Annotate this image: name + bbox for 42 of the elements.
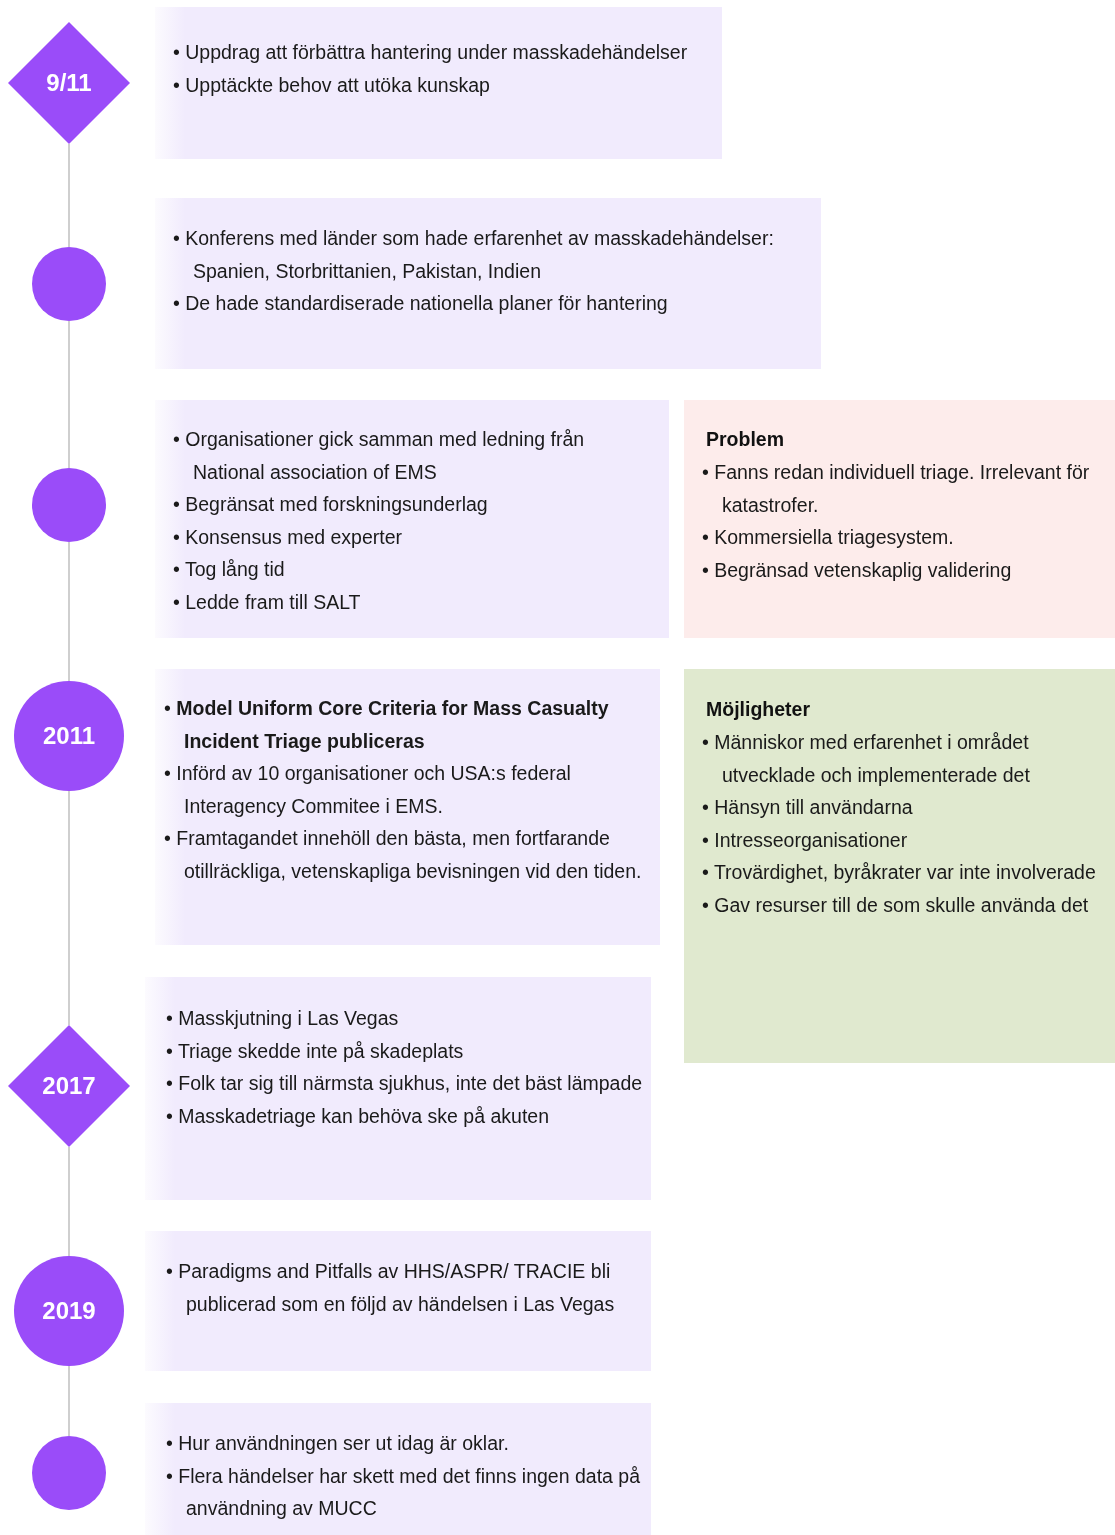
bullet-item: • Kommersiella triagesystem. bbox=[702, 525, 955, 550]
bullet-item: • Uppdrag att förbättra hantering under masskadehändelser bbox=[173, 40, 689, 65]
bullet-item: • Gav resurser till de som skulle använda det bbox=[702, 892, 1090, 918]
bullet-item: • Masskadetriage kan behöva ske på akuten bbox=[166, 1103, 550, 1129]
bullet-item: • Organisationer gick samman med ledning från National association of EMS bbox=[173, 427, 586, 485]
timeline-line bbox=[68, 1146, 70, 1257]
bullet-item: • Masskjutning i Las Vegas bbox=[166, 1006, 400, 1031]
date-label: 2017 bbox=[42, 1072, 96, 1100]
timeline-line bbox=[68, 541, 70, 682]
bullet-item: • Intresseorganisationer bbox=[702, 827, 909, 853]
timeline-line bbox=[68, 320, 70, 469]
bullet-item: • Tog lång tid bbox=[173, 557, 286, 582]
bullet-item: • Fanns redan individuell triage. Irrelevant för katastrofer. bbox=[702, 460, 1091, 518]
bullet-item: • Konsensus med experter bbox=[173, 524, 404, 550]
bullet-item: • Införd av 10 organisationer och USA:s federal Interagency Commitee i EMS. bbox=[164, 761, 572, 819]
bullet-item: • Hur användningen ser ut idag är oklar. bbox=[166, 1431, 510, 1456]
bullet-item: • Människor med erfarenhet i området utvecklade och implementerade det bbox=[702, 730, 1031, 788]
date-label: 2011 bbox=[42, 722, 96, 750]
bullet-item: • Triage skedde inte på skadeplats bbox=[166, 1038, 465, 1064]
bullet-item: • Begränsad vetenskaplig validering bbox=[702, 557, 1013, 583]
bullet-item: • Trovärdighet, byråkrater var inte involverade bbox=[702, 860, 1097, 885]
bullet-item: • Begränsat med forskningsunderlag bbox=[173, 492, 489, 517]
bullet-item: • Framtagandet innehöll den bästa, men fortfarande otillräckliga, vetenskapliga bevisningen vid den tiden. bbox=[164, 826, 643, 884]
timeline-diamond bbox=[8, 1025, 130, 1147]
bullet-item: • De hade standardiserade nationella planer för hantering bbox=[173, 291, 669, 316]
note-card bbox=[684, 669, 1115, 1063]
date-label: 9/11 bbox=[46, 69, 92, 97]
card-heading: Möjligheter bbox=[706, 697, 811, 722]
bullet-item: • Folk tar sig till närmsta sjukhus, inte det bäst lämpade bbox=[166, 1071, 644, 1096]
card-heading: Problem bbox=[706, 427, 786, 452]
timeline-diamond bbox=[8, 22, 130, 144]
date-label: 2019 bbox=[42, 1297, 96, 1325]
bullet-item: • Paradigms and Pitfalls av HHS/ASPR/ TRACIE bli publicerad som en följd av händelsen i Las Vegas bbox=[166, 1259, 616, 1317]
timeline-line bbox=[68, 143, 70, 248]
bullet-item: • Ledde fram till SALT bbox=[173, 589, 362, 615]
bullet-item: • Flera händelser har skett med det finns ingen data på användning av MUCC bbox=[166, 1463, 641, 1521]
bullet-item: • Hänsyn till användarna bbox=[702, 795, 914, 820]
timeline-line bbox=[68, 790, 70, 1026]
bullet-item: • Upptäckte behov att utöka kunskap bbox=[173, 72, 491, 98]
timeline-line bbox=[68, 1365, 70, 1437]
bullet-item: • Konferens med länder som hade erfarenhet av masskadehändelser: Spanien, Storbrittanien, Pakistan, Indien bbox=[173, 226, 775, 284]
bullet-item: • Model Uniform Core Criteria for Mass Casualty Incident Triage publiceras bbox=[164, 696, 610, 754]
